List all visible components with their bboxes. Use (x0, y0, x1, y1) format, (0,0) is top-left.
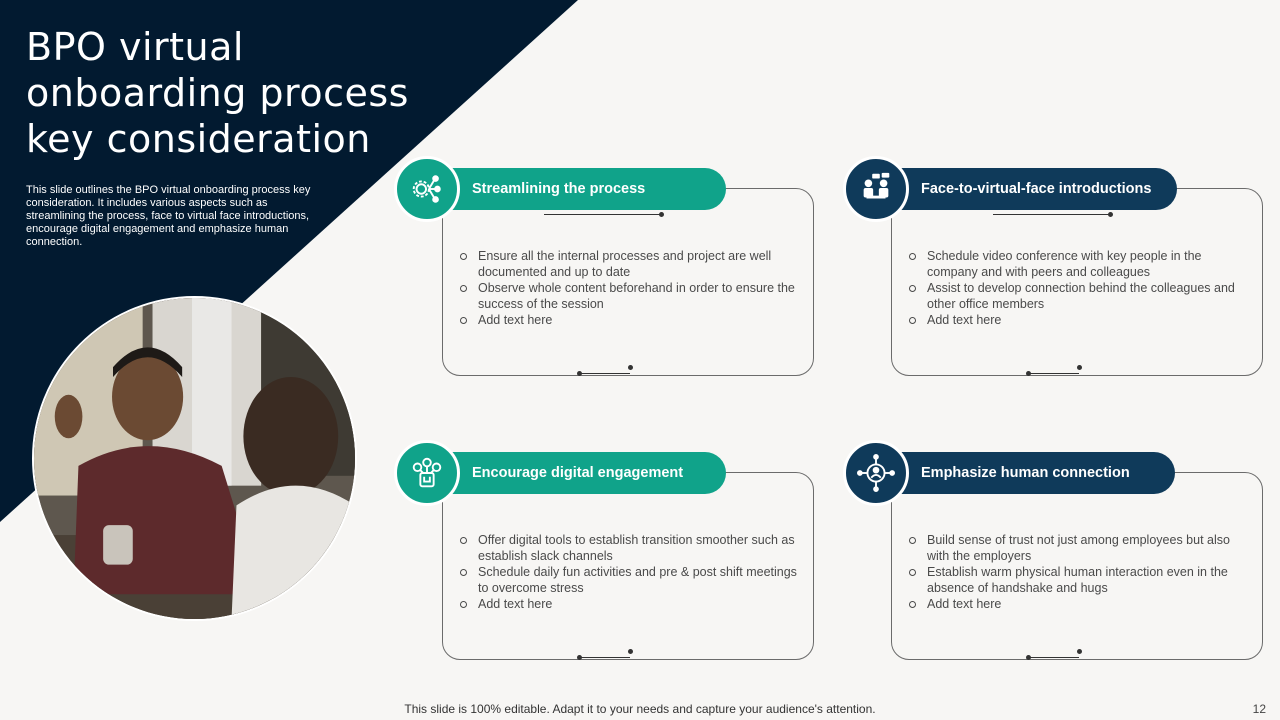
card-heading: Streamlining the process (424, 168, 726, 210)
connector-line (544, 214, 662, 215)
footer-note: This slide is 100% editable. Adapt it to… (404, 702, 876, 716)
meeting-icon (843, 156, 909, 222)
list-item: Add text here (907, 312, 1247, 328)
card-face-to-face: Face-to-virtual-face introductions Sched… (843, 156, 1263, 398)
card-box (442, 188, 814, 376)
connector-dot (1026, 655, 1031, 660)
gear-network-icon (394, 156, 460, 222)
connector-dot (1026, 371, 1031, 376)
list-item: Schedule daily fun activities and pre & … (458, 564, 798, 596)
list-item: Observe whole content beforehand in orde… (458, 280, 798, 312)
connector-line (580, 657, 630, 658)
card-box (442, 472, 814, 660)
list-item: Add text here (458, 312, 798, 328)
connector-dot (577, 655, 582, 660)
list-item: Assist to develop connection behind the … (907, 280, 1247, 312)
connector-dot (628, 365, 633, 370)
connector-dot (1108, 212, 1113, 217)
list-item: Offer digital tools to establish transit… (458, 532, 798, 564)
card-bullet-list: Schedule video conference with key peopl… (907, 248, 1247, 328)
card-bullet-list: Offer digital tools to establish transit… (458, 532, 798, 612)
card-streamlining: Streamlining the process Ensure all the … (394, 156, 814, 398)
list-item: Add text here (907, 596, 1247, 612)
page-number: 12 (1252, 702, 1266, 716)
people-network-icon (843, 440, 909, 506)
card-box (891, 472, 1263, 660)
connector-line (1029, 657, 1079, 658)
slide-title: BPO virtual onboarding process key consi… (26, 25, 409, 161)
slide-description: This slide outlines the BPO virtual onbo… (26, 184, 311, 248)
digital-engagement-icon (394, 440, 460, 506)
connector-dot (577, 371, 582, 376)
card-box (891, 188, 1263, 376)
card-bullet-list: Build sense of trust not just among empl… (907, 532, 1247, 612)
connector-dot (1077, 365, 1082, 370)
connector-dot (659, 212, 664, 217)
list-item: Schedule video conference with key peopl… (907, 248, 1247, 280)
connector-dot (628, 649, 633, 654)
card-heading: Encourage digital engagement (424, 452, 726, 494)
list-item: Build sense of trust not just among empl… (907, 532, 1247, 564)
card-heading: Face-to-virtual-face introductions (873, 168, 1177, 210)
connector-line (1029, 373, 1079, 374)
card-human-connection: Emphasize human connection Build sense o… (843, 440, 1263, 682)
list-item: Establish warm physical human interactio… (907, 564, 1247, 596)
list-item: Add text here (458, 596, 798, 612)
meeting-photo (32, 296, 357, 621)
connector-line (993, 214, 1111, 215)
connector-line (580, 373, 630, 374)
card-heading: Emphasize human connection (873, 452, 1175, 494)
card-bullet-list: Ensure all the internal processes and pr… (458, 248, 798, 328)
card-digital-engagement: Encourage digital engagement Offer digit… (394, 440, 814, 682)
connector-dot (1077, 649, 1082, 654)
list-item: Ensure all the internal processes and pr… (458, 248, 798, 280)
